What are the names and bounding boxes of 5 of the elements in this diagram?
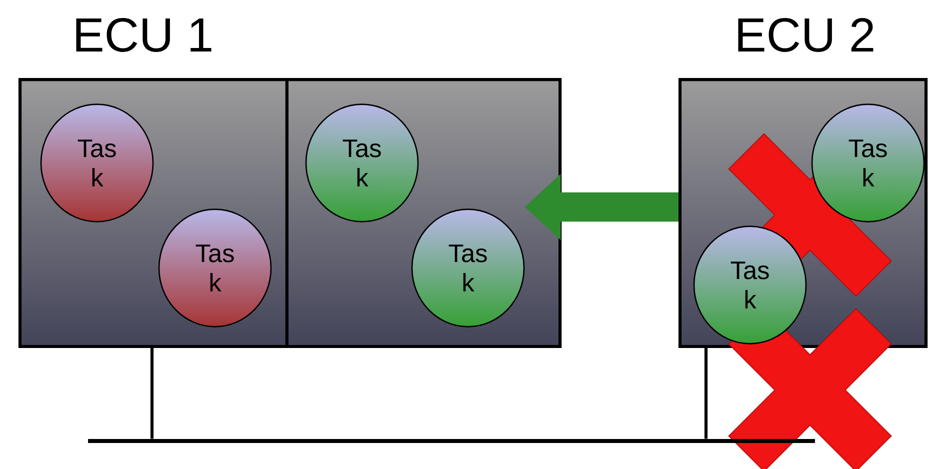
bus-drop-line <box>704 348 708 439</box>
bus-drop-line <box>150 348 154 439</box>
cross-mark <box>728 308 892 469</box>
node-label: ECU 1 <box>76 18 212 52</box>
node-label: ECU 2 <box>738 18 874 52</box>
